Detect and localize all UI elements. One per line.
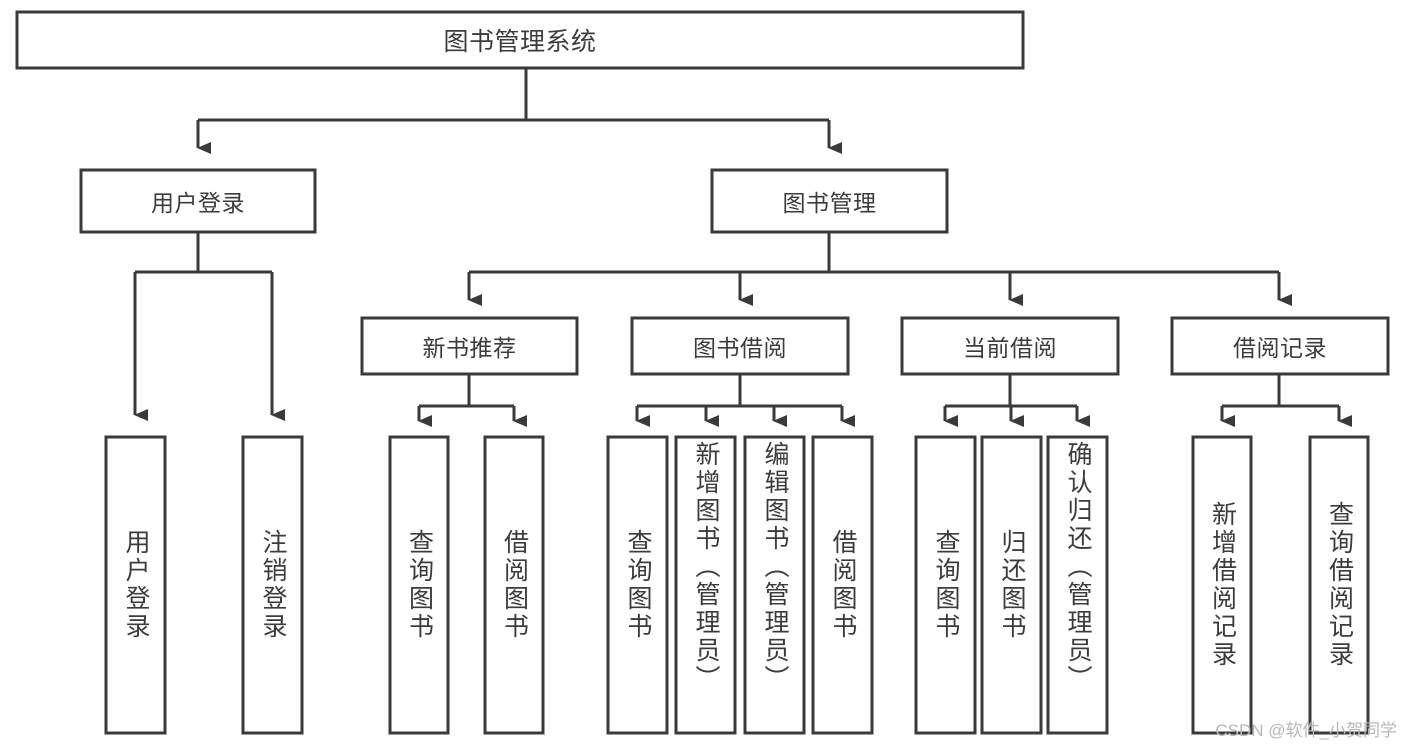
node-box-leaf-confirm-return[interactable] (1046, 435, 1109, 735)
node-box-book-borrow[interactable] (630, 316, 850, 376)
node-box-user-login[interactable] (79, 168, 317, 234)
node-box-leaf-add-record[interactable] (1191, 435, 1253, 735)
node-box-leaf-add-book[interactable] (674, 435, 737, 735)
watermark-text: CSDN @软件_小贺同学 (1215, 721, 1397, 740)
node-box-leaf-query-book-2[interactable] (606, 435, 669, 735)
node-box-leaf-edit-book[interactable] (743, 435, 806, 735)
node-box-book-manage[interactable] (710, 168, 949, 234)
node-box-current-borrow[interactable] (900, 316, 1120, 376)
node-box-leaf-return-book[interactable] (980, 435, 1043, 735)
node-box-new-book-recommend[interactable] (360, 316, 579, 376)
node-box-leaf-logout-login[interactable] (241, 435, 304, 735)
node-box-leaf-borrow-book-1[interactable] (483, 435, 545, 735)
node-box-leaf-query-book-3[interactable] (914, 435, 977, 735)
node-box-leaf-query-record[interactable] (1308, 435, 1370, 735)
node-box-leaf-user-login[interactable] (104, 435, 167, 735)
node-box-leaf-borrow-book-2[interactable] (811, 435, 874, 735)
node-box-borrow-record[interactable] (1170, 316, 1390, 376)
node-box-root[interactable] (15, 10, 1025, 70)
node-box-leaf-query-book-1[interactable] (388, 435, 450, 735)
